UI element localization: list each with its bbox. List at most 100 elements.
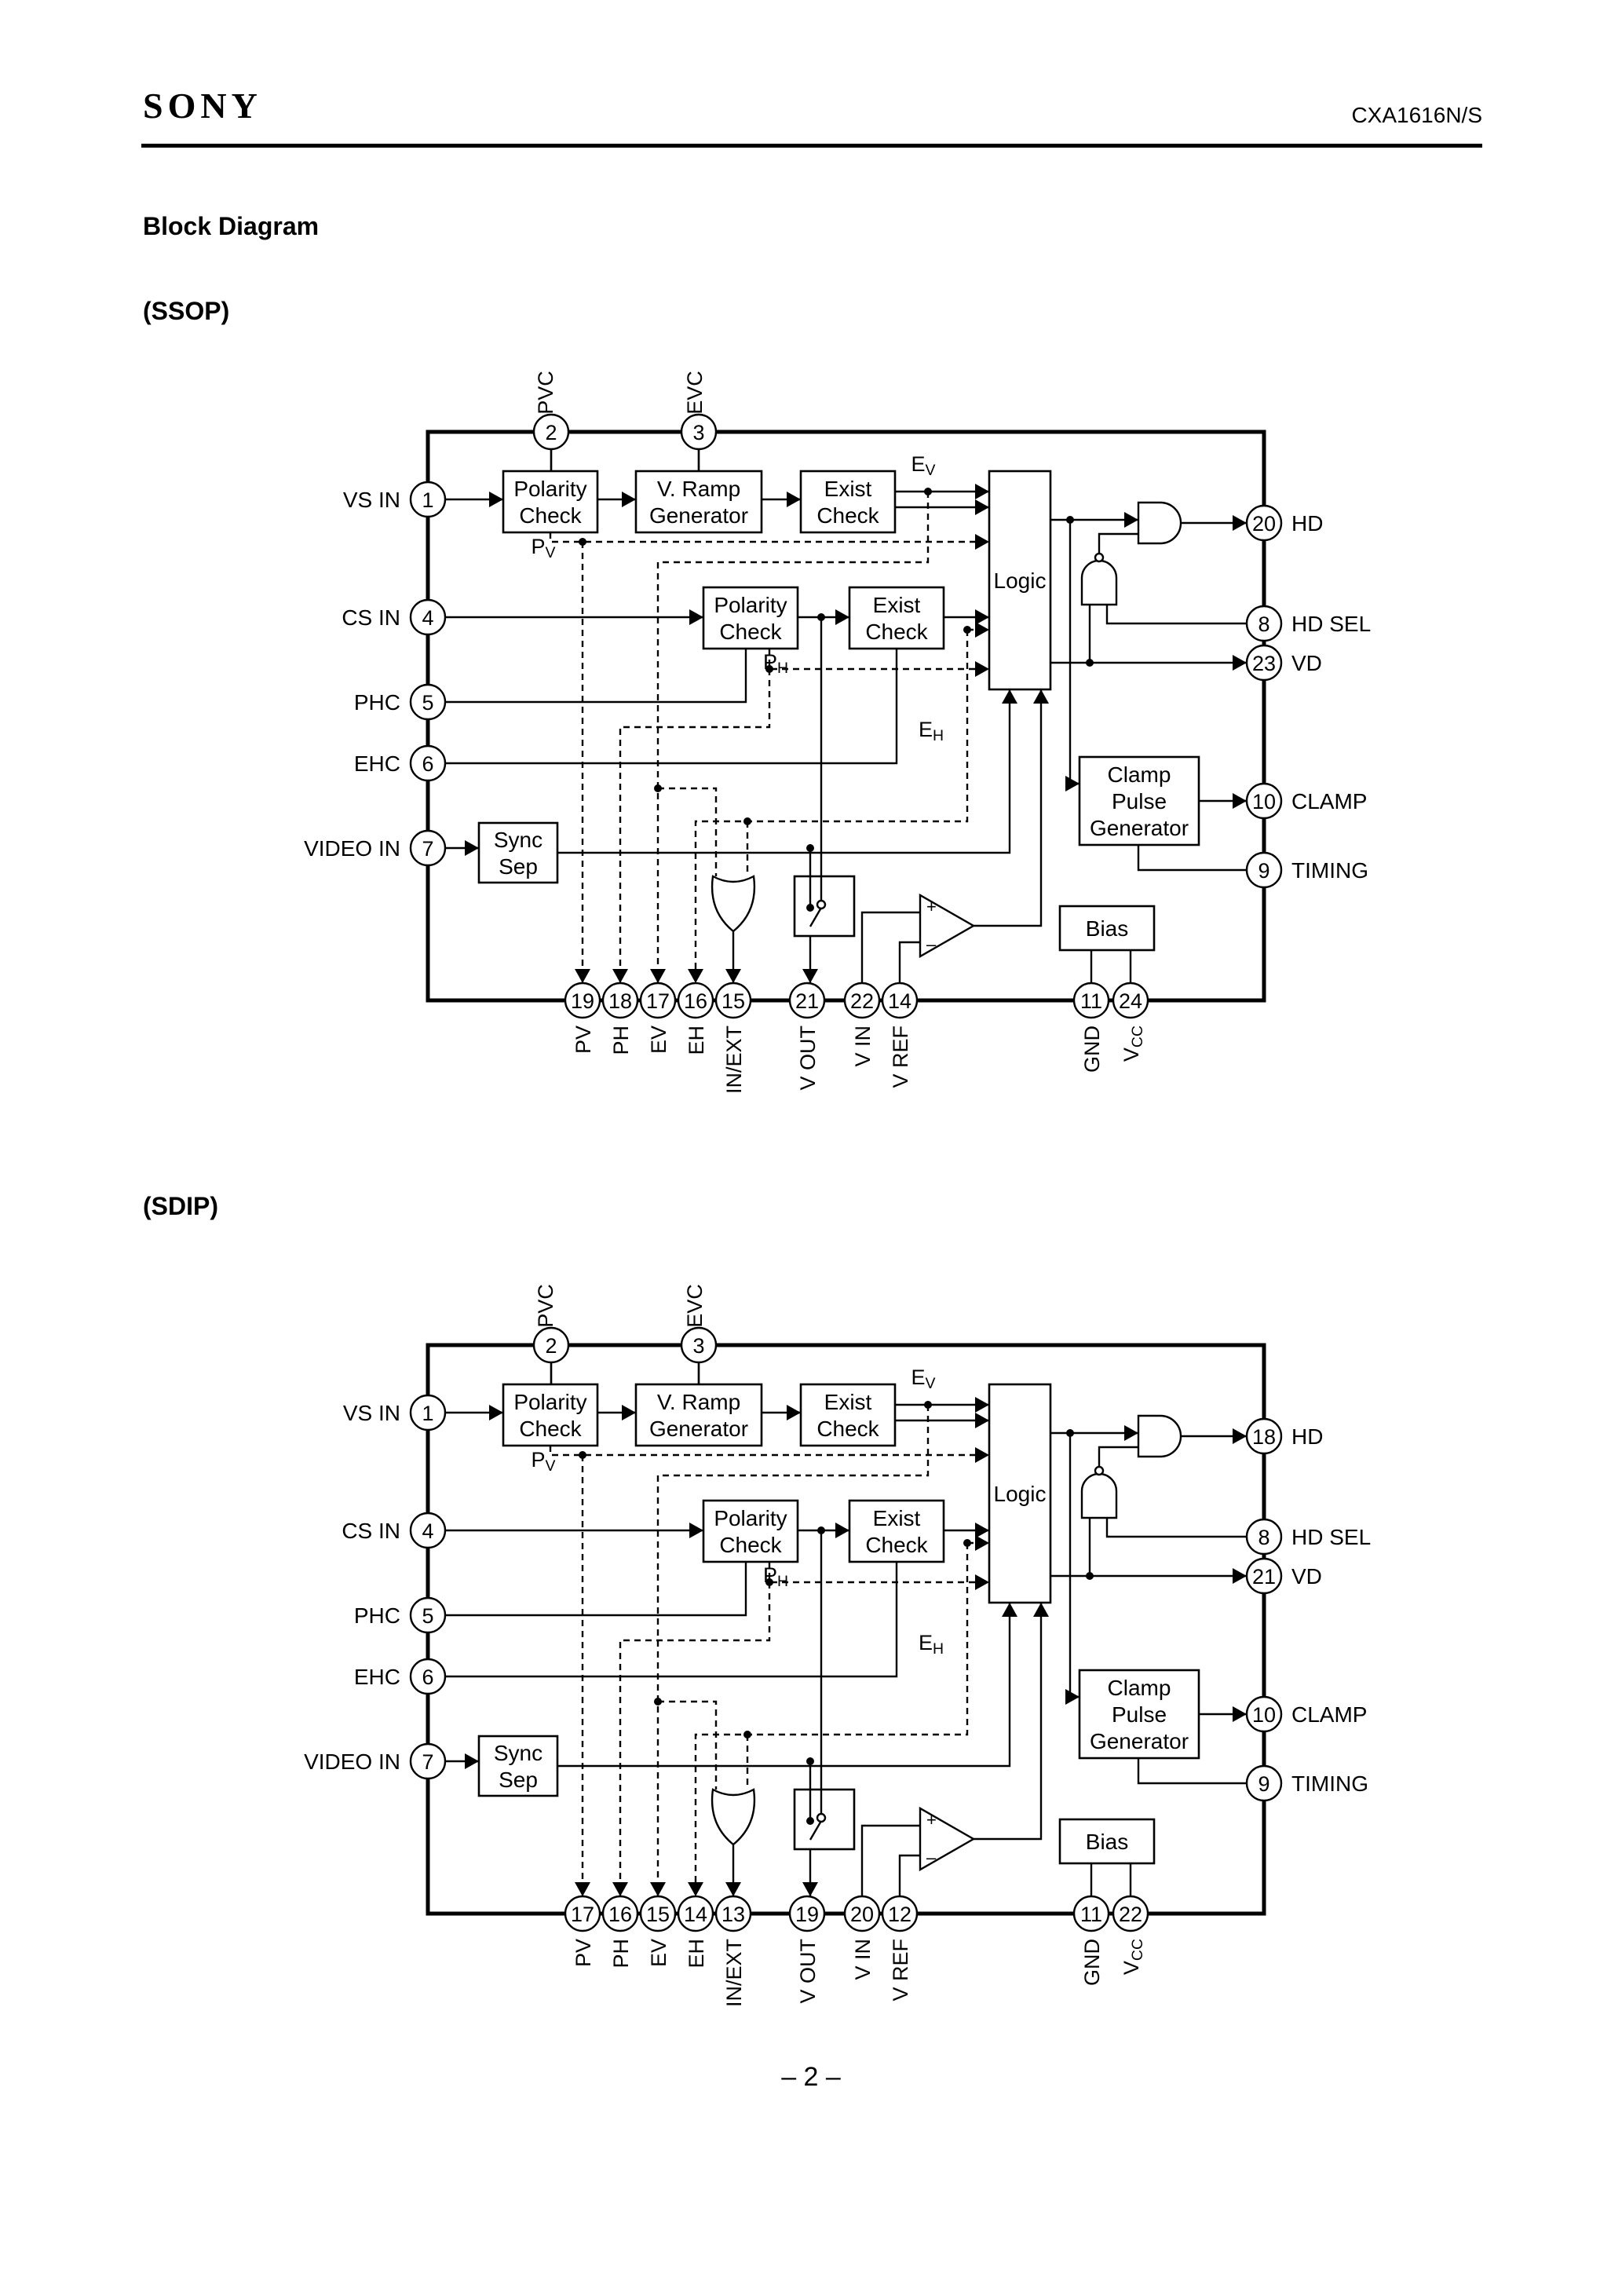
pv-pin-number: 19 [571,989,594,1013]
clamp-pulse-generator-rect [1078,755,1200,846]
v_in-pin-number: 22 [850,989,874,1013]
vs_in-label: VS IN [343,488,400,512]
nand-bubble [1094,552,1105,563]
bias-block-rect [1058,1818,1156,1865]
nand-bubble [1094,1465,1105,1476]
sync-sep-rect [477,821,559,884]
arrowhead [975,1447,989,1463]
arrowhead [1233,793,1247,809]
ev-label: EV [647,1939,670,1967]
phc-pin-number: 5 [422,691,433,715]
arrowhead [1233,1706,1247,1722]
arrowhead [1233,655,1247,671]
sync-sep-label: Sync [494,1741,542,1765]
clamp-label: CLAMP [1291,1702,1367,1727]
hd-label: HD [1291,511,1323,536]
eh-label: EH [685,1026,708,1055]
eh-pin-number: 16 [684,989,707,1013]
timing-label: TIMING [1291,858,1368,883]
arrowhead [975,1413,989,1428]
arrowhead [465,840,479,856]
polarity-check-h-label: Check [719,1533,782,1557]
junction-dot [806,1757,814,1765]
v_ref-pin-number: 12 [888,1903,911,1926]
v_out-pin [788,982,826,1019]
phc-label: PHC [354,690,400,715]
ehc-label: EHC [354,1665,400,1689]
vd-pin-number: 23 [1252,652,1276,675]
arrowhead [1033,689,1049,704]
arrowhead [975,661,989,677]
arrowhead [1002,1603,1017,1617]
exist-check-h-label: Exist [873,593,921,617]
arrowhead [650,1882,666,1896]
logic-block-rect [988,470,1052,691]
polarity-check-h-label: Check [719,620,782,644]
bias-block: Bias [1058,1818,1156,1865]
hd-label: HD [1291,1424,1323,1449]
pv-label: PV [572,1939,595,1967]
eh-signal-label: EH [919,1631,944,1658]
arrowhead [650,969,666,983]
comparator-opamp [919,1806,976,1872]
eh-pin-number: 14 [684,1903,707,1926]
pvc-label: PVC [534,371,557,415]
in_ext-pin-number: 15 [721,989,745,1013]
opamp-plus-label: + [926,1810,937,1830]
gnd-pin-number: 11 [1080,1903,1102,1926]
polarity-check-v-label: Check [519,503,582,528]
arrowhead [489,1405,503,1420]
arrowhead [975,609,989,625]
hd_sel-label: HD SEL [1291,1525,1371,1549]
opamp-plus-label: + [926,897,937,916]
gnd-label: GND [1080,1026,1104,1073]
arrowhead [612,1882,628,1896]
vs_in-pin-number: 1 [422,488,433,512]
logic-block-label: Logic [994,569,1047,593]
junction-dot [1066,1429,1074,1437]
ph-signal-label: PH [763,650,788,677]
arrowhead [575,969,590,983]
arrowhead [489,492,503,507]
vd-label: VD [1291,1564,1322,1589]
opamp-minus-label: – [926,934,937,954]
vd-label: VD [1291,651,1322,675]
opamp-minus-label: – [926,1848,937,1867]
clamp-pulse-generator-label: Generator [1090,1729,1189,1753]
clamp-pulse-generator-label: Pulse [1112,1702,1167,1727]
pvc-pin-number: 2 [545,1334,557,1358]
phc-label: PHC [354,1603,400,1628]
arrowhead [689,1523,703,1538]
clamp-pin-number: 10 [1252,1703,1276,1727]
cs_in-pin-number: 4 [422,1519,433,1543]
junction-dot [654,784,662,792]
v_ref-label: V REF [889,1026,912,1088]
hd-sel-nand-gate [1080,559,1118,606]
v_out-label: V OUT [796,1939,820,2004]
ev-label: EV [647,1026,670,1054]
video_in-label: VIDEO IN [304,1749,400,1774]
clamp-pulse-generator-label: Pulse [1112,789,1167,813]
exist-check-v-label: Exist [824,477,872,501]
eh-label: EH [685,1939,708,1969]
vcc-pin-number: 24 [1119,989,1142,1013]
pv-pin-number: 17 [571,1903,594,1926]
v_out-pin-number: 21 [795,989,819,1013]
vd-pin-number: 21 [1252,1565,1276,1589]
pv-label: PV [572,1026,595,1054]
gnd-label: GND [1080,1939,1104,1986]
comparator-opamp [919,893,976,959]
arrowhead [725,969,741,983]
v_out-label: V OUT [796,1026,820,1091]
v_out-pin [788,1895,826,1932]
arrowhead [835,609,849,625]
timing-pin-number: 9 [1258,859,1269,883]
polarity-check-v-label: Polarity [513,1390,586,1414]
